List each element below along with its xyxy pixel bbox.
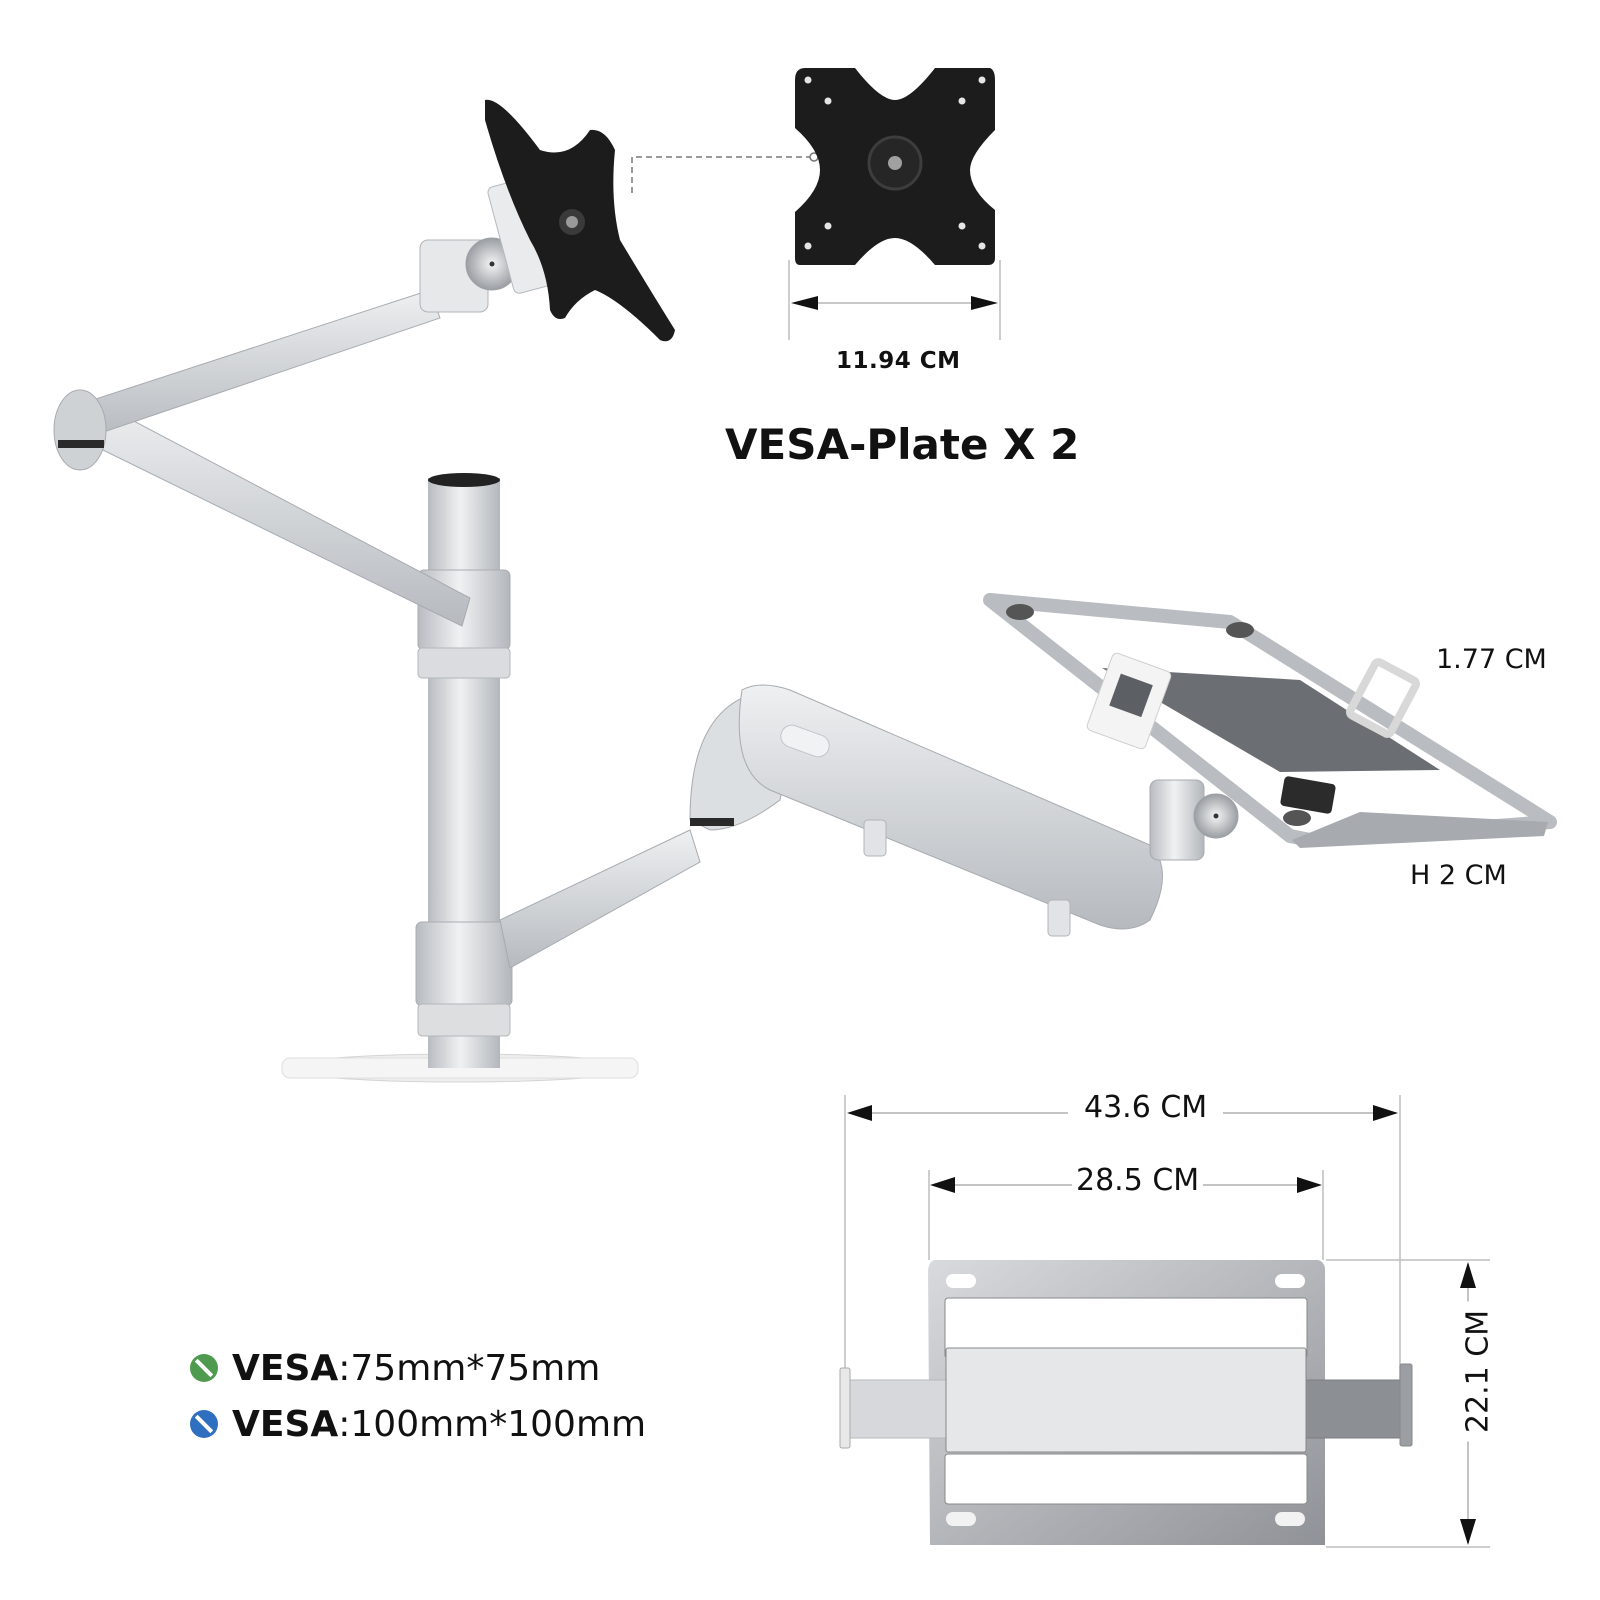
tray-depth-dimension-label: 22.1 CM	[1460, 1301, 1496, 1442]
tray-width-dimension-label: 28.5 CM	[1072, 1163, 1204, 1198]
callout-connector	[631, 152, 819, 193]
legend-key: VESA	[232, 1347, 339, 1389]
legend-item-vesa-75: VESA:75mm*75mm	[190, 1340, 646, 1396]
tray-lip-dimension-label: 1.77 CM	[1436, 644, 1547, 675]
overall-width-dimension-label: 43.6 CM	[1068, 1090, 1224, 1125]
diagram-title: VESA-Plate X 2	[725, 420, 1080, 469]
legend-value: 100mm*100mm	[350, 1403, 647, 1445]
vesa-plate-detail	[788, 68, 1001, 340]
laptop-tray	[983, 593, 1557, 848]
blue-slash-dot-icon	[190, 1410, 218, 1438]
right-tray-clamp	[1346, 658, 1420, 738]
green-slash-dot-icon	[190, 1354, 218, 1382]
tray-height-dimension-label: H 2 CM	[1410, 860, 1507, 891]
vesa-compatibility-legend: VESA:75mm*75mm VESA:100mm*100mm	[190, 1340, 646, 1452]
vesa-plate-mounted	[485, 99, 675, 342]
mounting-holes	[804, 76, 986, 250]
left-tray-clamp	[1086, 652, 1172, 750]
vesa-plate-width-label: 11.94 CM	[836, 348, 961, 374]
lower-laptop-arm	[499, 684, 1239, 969]
upper-monitor-arm	[53, 176, 563, 627]
legend-separator: :	[338, 1403, 351, 1445]
legend-separator: :	[338, 1347, 351, 1389]
legend-key: VESA	[232, 1403, 339, 1445]
legend-item-vesa-100: VESA:100mm*100mm	[190, 1396, 646, 1452]
legend-value: 75mm*75mm	[350, 1347, 601, 1389]
